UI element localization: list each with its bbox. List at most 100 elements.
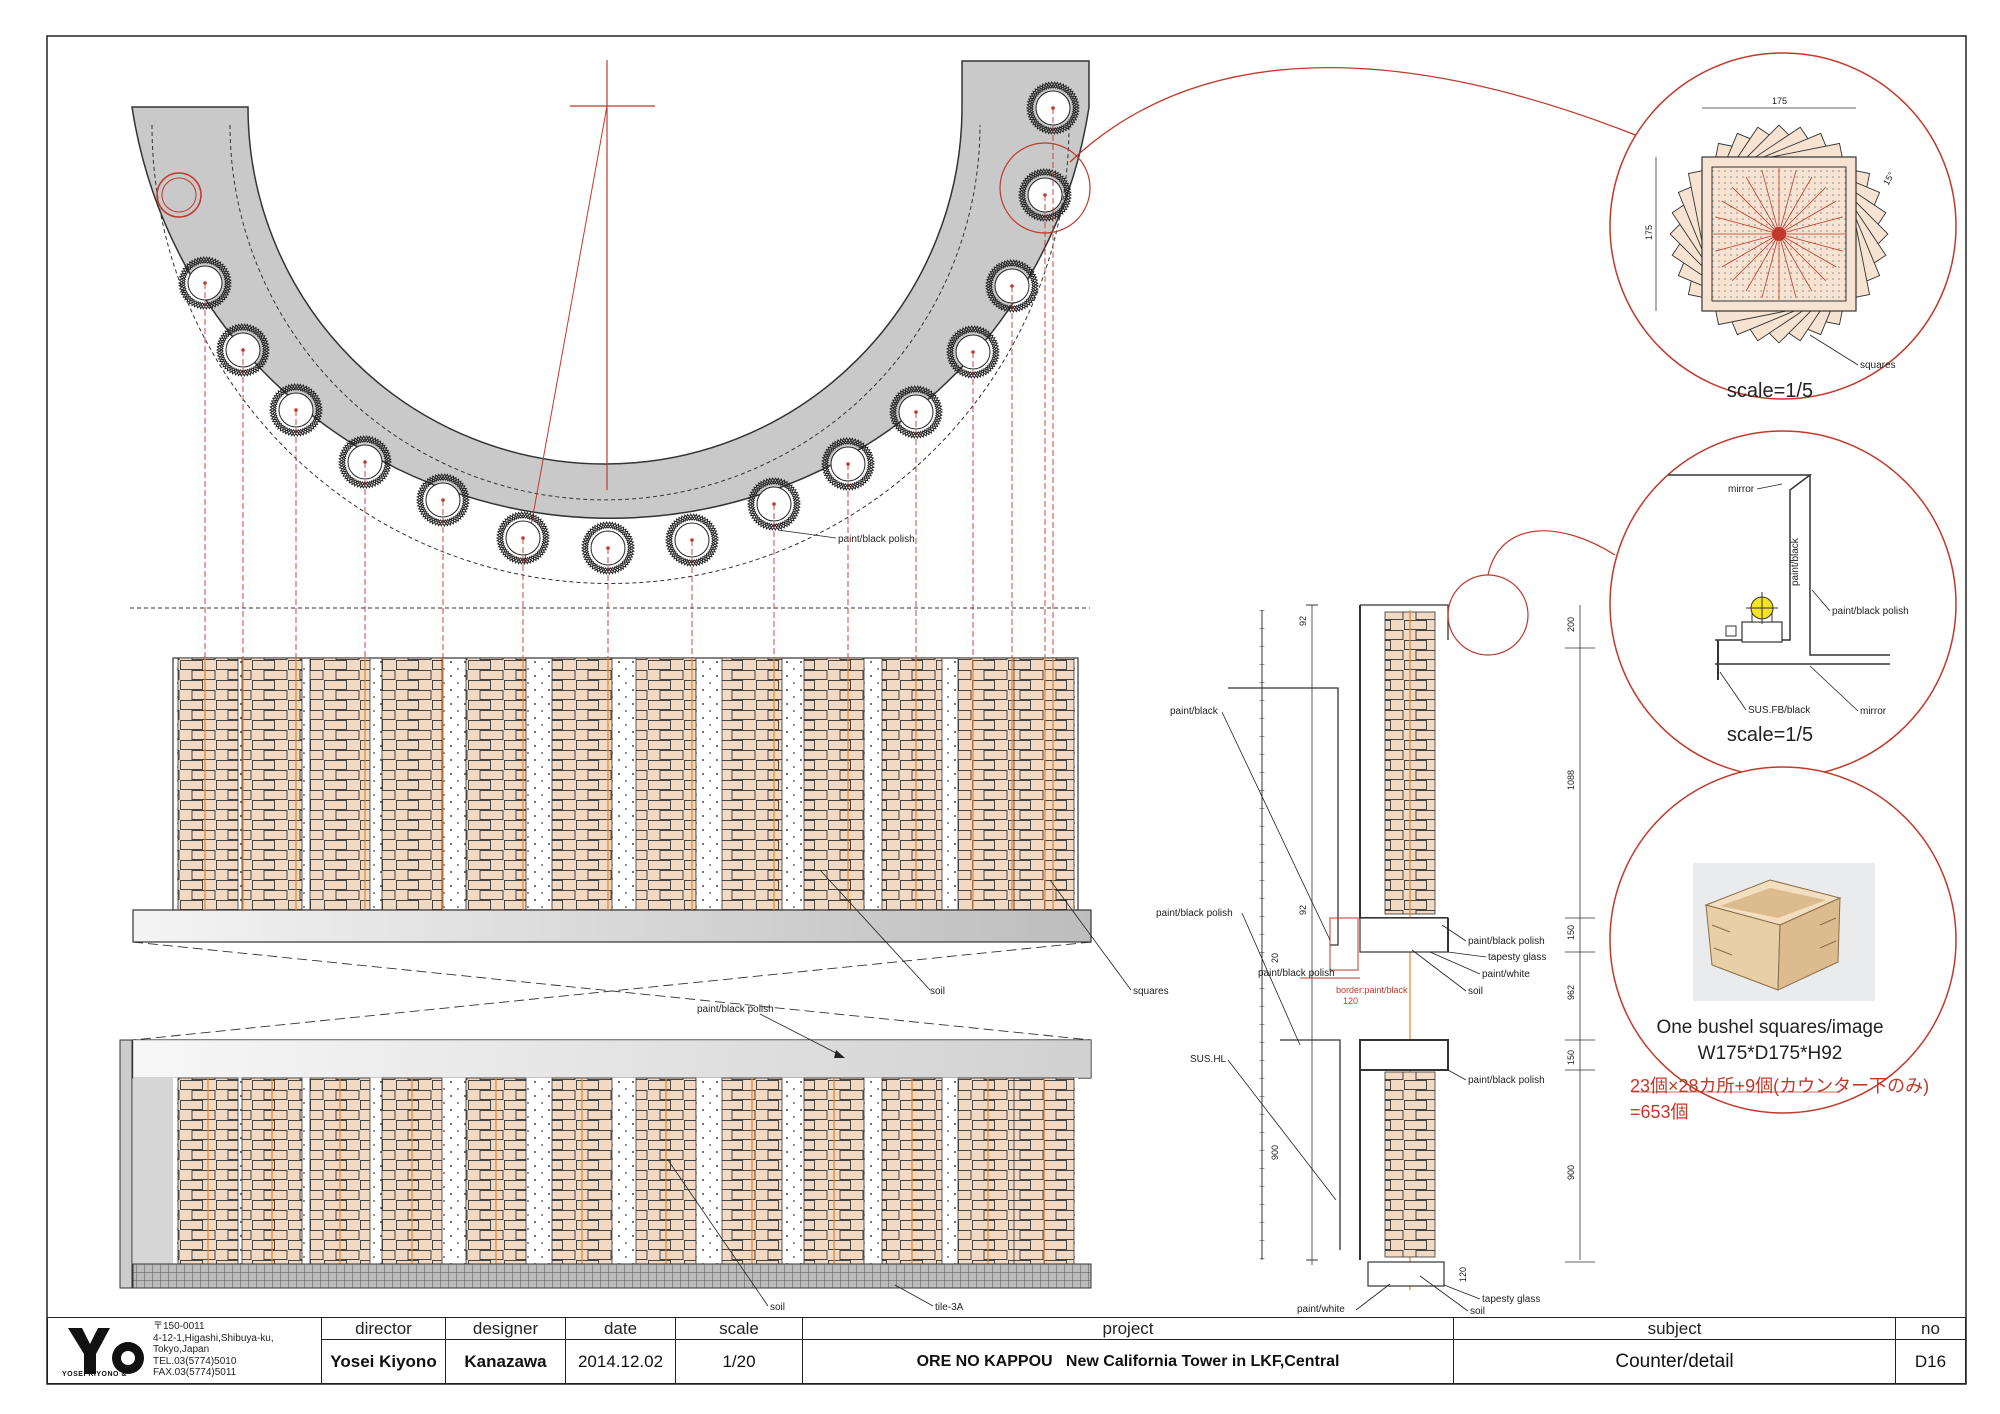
detail-dim-175-side: 175 [1644,225,1654,240]
dim-962: 962 [1566,985,1576,1000]
label-tapesty-glass-2: tapesty glass [1482,1294,1540,1305]
masu-column [721,657,783,911]
callout-circle-section [1447,574,1529,656]
dim-1088: 1088 [1566,770,1576,790]
project-value: ORE NO KAPPOU New California Tower in LK… [916,1352,1340,1370]
callout-curve-1 [1069,67,1649,163]
label-section-paint-polish-3: paint/black polish [1468,936,1545,947]
center-radius-line [523,105,608,566]
detail-1-scale: scale=1/5 [1727,380,1813,402]
label-paint-white-2: paint/white [1297,1304,1345,1315]
label-section-paint-polish-4: paint/black polish [1468,1075,1545,1086]
projection-lines [204,108,1054,910]
detail-label-paint-polish: paint/black polish [1832,606,1909,617]
label-border-paint: border:paint/black [1336,985,1408,995]
label-sus-hl: SUS.HL [1190,1054,1227,1065]
elevation-base-shelf [132,909,1092,943]
dim-92b: 92 [1298,905,1308,915]
label-tapesty-glass-1: tapesty glass [1488,952,1546,963]
quantity-note-1: 23個×28カ所+9個(カウンター下のみ) [1630,1076,1929,1096]
director-value: Yosei Kiyono [330,1351,437,1371]
dim-900a: 900 [1270,1145,1280,1160]
designer-header: designer [446,1318,565,1340]
masu-rays [1713,168,1845,300]
project-cell: project ORE NO KAPPOU New California Tow… [802,1318,1453,1383]
label-squares-1: squares [1133,986,1169,997]
dim-92a: 92 [1298,616,1308,626]
inner-dashed-line [229,124,981,501]
dim-120b: 120 [1458,1267,1468,1282]
label-section-paint-polish-1: paint/black polish [1156,908,1233,919]
elevation2-columns [173,1077,1078,1265]
label-tile: tile-3A [935,1302,964,1313]
masu-column [241,657,303,911]
company-address: 〒150-0011 4-12-1,Higashi,Shibuya-ku, Tok… [153,1321,274,1378]
counter-plan: paint/black polish [130,60,1090,609]
logo-subtitle: YOSEI KIYONO & [62,1371,127,1378]
masu-column [309,657,371,911]
sheet-border [46,35,1967,1385]
director-cell: director Yosei Kiyono [321,1318,445,1383]
masu-column [551,657,613,911]
dim-150a: 150 [1566,925,1576,940]
callout-curve-2 [1487,530,1616,576]
label-paint-white-1: paint/white [1482,969,1530,980]
dim-20: 20 [1270,953,1280,963]
no-header: no [1896,1318,1965,1340]
elevation-columns [173,657,1078,911]
masu-column [177,657,239,911]
subject-header: subject [1454,1318,1895,1340]
masu-column [635,657,697,911]
dim-150b: 150 [1566,1050,1576,1065]
detail-label-paint-black: paint/black [1790,537,1801,586]
u-counter-top [131,60,1090,519]
detail-mirror-section: mirror paint/black paint/black polish SU… [1609,430,1957,778]
tile-base [132,1263,1092,1289]
detail-3-caption-1: One bushel squares/image [1656,1017,1883,1038]
no-cell: no D16 [1895,1318,1965,1383]
detail-label-squares: squares [1860,360,1896,371]
subject-cell: subject Counter/detail [1453,1318,1895,1383]
scale-cell: scale 1/20 [675,1318,802,1383]
date-header: date [566,1318,675,1340]
detail-label-mirror-2: mirror [1860,706,1887,717]
yo-logo-icon [68,1328,144,1374]
label-soil-1: soil [930,986,945,997]
masu-column [803,657,865,911]
scale-header: scale [676,1318,802,1340]
director-header: director [322,1318,445,1340]
section-masu-stack-lower [1384,1071,1436,1258]
masu-column [881,657,943,911]
detail-masu-image: One bushel squares/image W175*D175*H92 [1609,766,1957,1114]
masu-center-dot [1772,227,1786,241]
scale-value: 1/20 [722,1351,756,1371]
label-paint-2: paint/black polish [697,1004,774,1015]
date-value: 2014.12.02 [577,1351,664,1371]
label-soil-2: soil [770,1302,785,1313]
title-block: YOSEI KIYONO & 〒150-0011 4-12-1,Higashi,… [47,1317,1966,1384]
detail-3-caption-2: W175*D175*H92 [1698,1043,1843,1064]
outer-dashed-line [151,124,1070,584]
dim-120a: 120 [1343,996,1358,1006]
masu-column [465,657,527,911]
quantity-note-2: =653個 [1630,1102,1689,1122]
masu-column [957,657,1019,911]
designer-value: Kanazawa [464,1351,547,1371]
detail-dim-175-top: 175 [1772,96,1787,106]
label-section-paint-black: paint/black [1170,706,1219,717]
red-masu-marker [156,172,202,218]
date-cell: date 2014.12.02 [565,1318,675,1383]
detail-label-sus-fb: SUS.FB/black [1748,705,1811,716]
detail-masu-plan: 175 175 15° squares scale=1/5 [1609,52,1957,402]
detail-2-scale: scale=1/5 [1727,724,1813,746]
project-header: project [803,1318,1453,1340]
dim-200: 200 [1566,617,1576,632]
label-plan-paint: paint/black polish [838,534,915,545]
label-section-soil-2: soil [1470,1306,1485,1317]
rear-elevation: paint/black polish soil tile-3A [119,1004,1092,1313]
masu-column [1013,657,1075,911]
subject-value: Counter/detail [1615,1350,1734,1372]
designer-cell: designer Kanazawa [445,1318,565,1383]
masu-column [381,657,443,911]
